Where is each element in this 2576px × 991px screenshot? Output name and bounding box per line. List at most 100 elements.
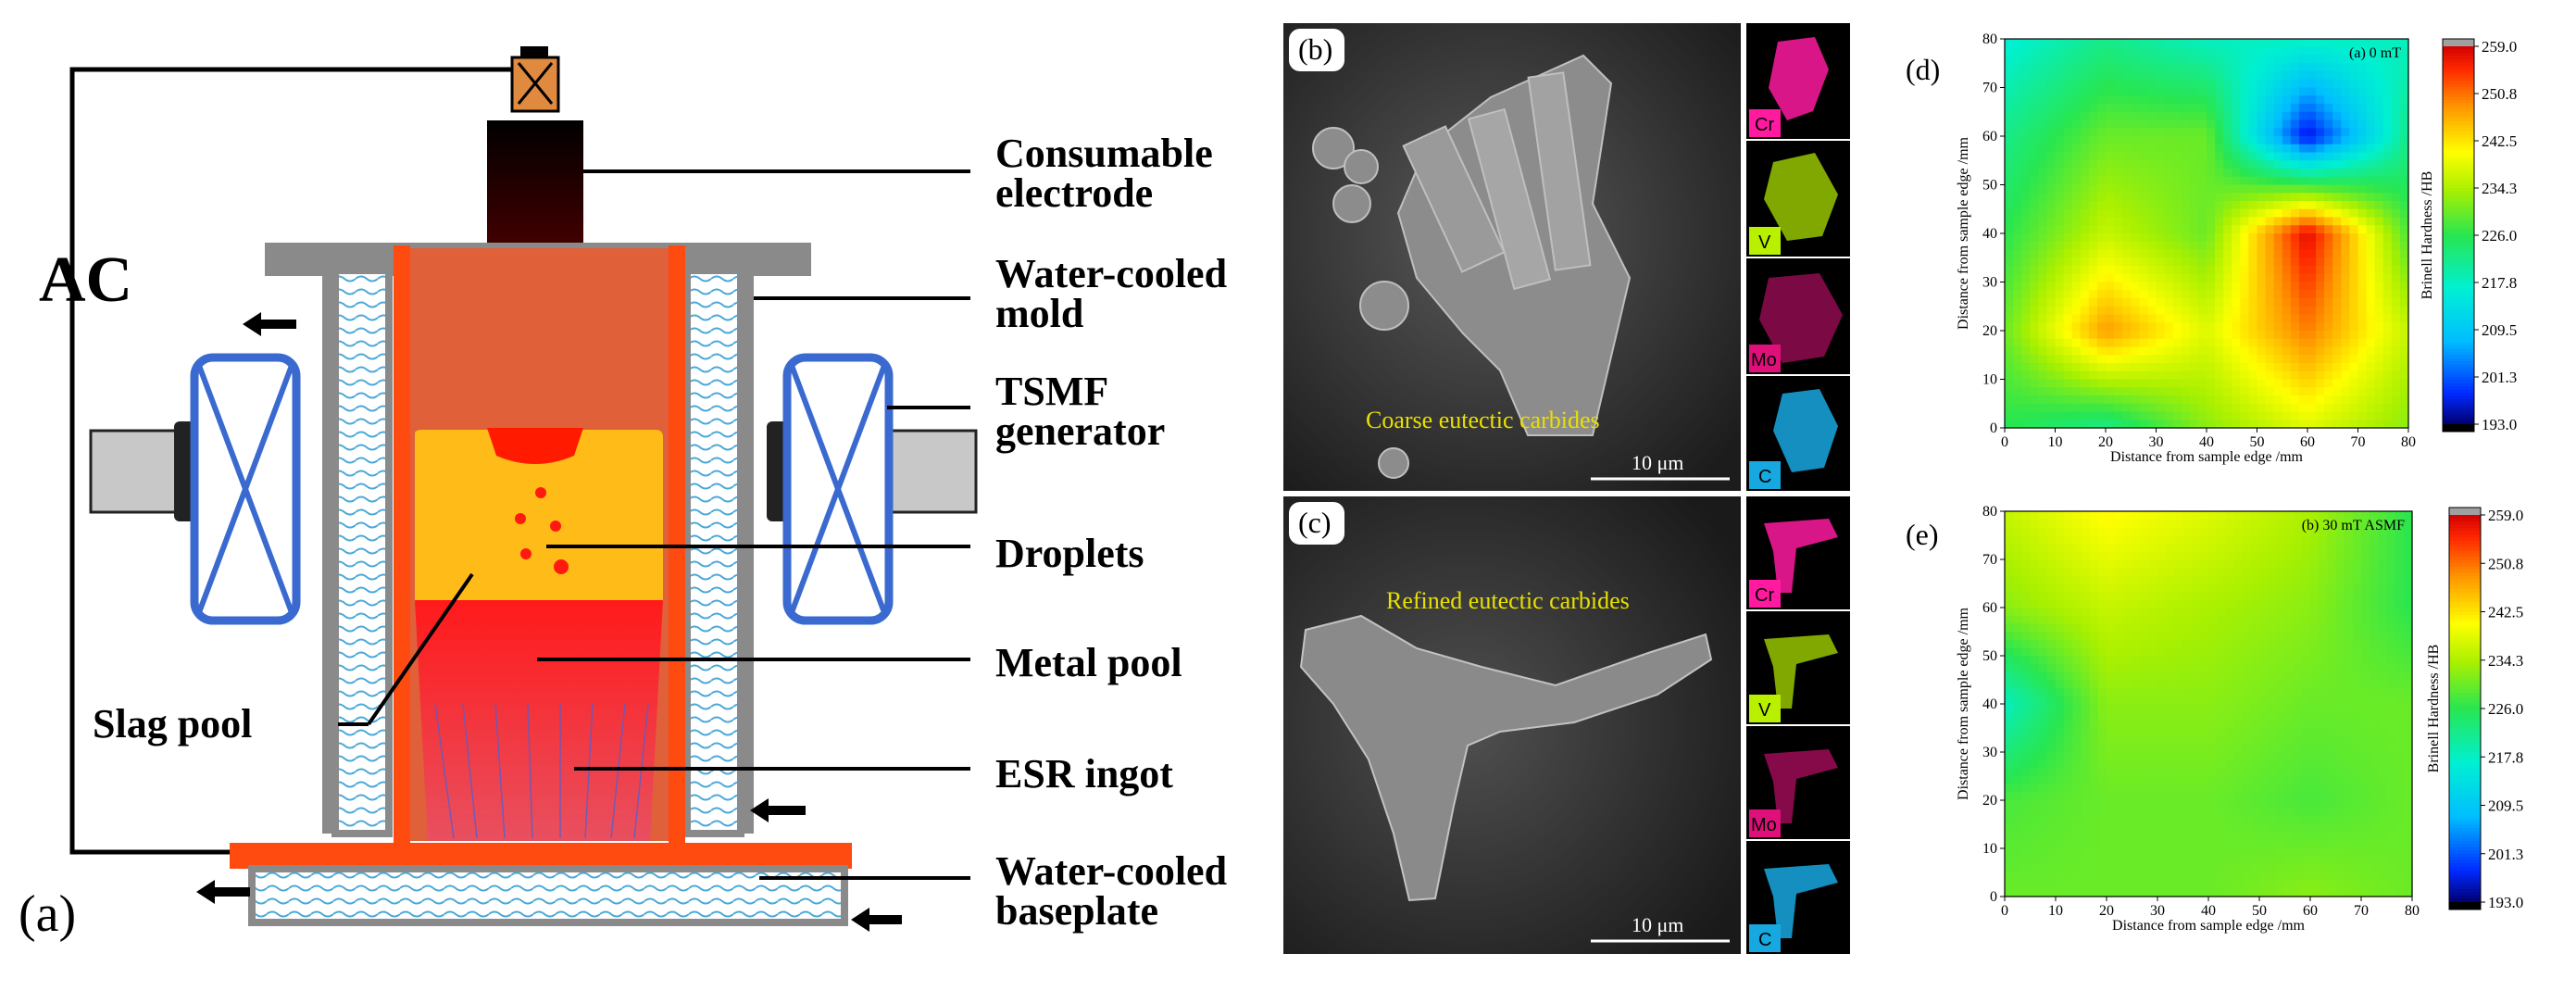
heatmap-cell — [2240, 249, 2250, 258]
heatmap-cell — [2223, 355, 2232, 364]
heatmap-cell — [2276, 832, 2286, 841]
heatmap-cell — [2223, 290, 2232, 299]
heatmap-cell — [2327, 543, 2337, 552]
heatmap-cell — [2374, 144, 2384, 154]
heatmap-cell — [2172, 363, 2182, 372]
heatmap-cell — [2324, 411, 2333, 420]
heatmap-cell — [2106, 387, 2115, 396]
heatmap-cell — [2166, 832, 2175, 841]
heatmap-cell — [2233, 784, 2244, 793]
heatmap-cell — [2181, 55, 2191, 64]
heatmap-cell — [2316, 338, 2325, 348]
heatmap-cell — [2240, 346, 2250, 356]
heatmap-cell — [2181, 128, 2191, 137]
heatmap-cell — [2191, 615, 2201, 624]
heatmap-cell — [2232, 152, 2241, 161]
heatmap-cell — [2030, 144, 2039, 154]
heatmap-cell — [2030, 735, 2040, 745]
heatmap-cell — [2268, 575, 2277, 584]
colorbar-segment — [2449, 596, 2481, 600]
heatmap-cell — [2378, 551, 2388, 560]
heatmap-cell — [2290, 176, 2300, 186]
heatmap-cell — [2316, 346, 2325, 356]
heatmap-cell — [2005, 257, 2014, 267]
heatmap-cell — [2399, 355, 2409, 364]
colorbar-segment — [2449, 759, 2481, 764]
heatmap-cell — [2217, 535, 2226, 545]
heatmap-cell — [2370, 888, 2379, 897]
colorbar-segment — [2443, 213, 2474, 218]
heatmap-cell — [2131, 160, 2140, 169]
heatmap-cell — [2215, 403, 2224, 413]
heatmap-cell — [2030, 583, 2040, 593]
heatmap-cell — [2341, 411, 2351, 420]
heatmap-cell — [2391, 201, 2401, 210]
heatmap-cell — [2370, 535, 2379, 545]
heatmap-cell — [2131, 249, 2140, 258]
heatmap-cell — [2140, 776, 2150, 785]
heatmap-cell — [2366, 39, 2376, 48]
heatmap-cell — [2021, 792, 2032, 801]
heatmap-cell — [2172, 257, 2182, 267]
heatmap-cell — [2276, 711, 2286, 721]
heatmap-cell — [2284, 519, 2295, 528]
heatmap-cell — [2122, 87, 2132, 96]
heatmap-cell — [2096, 95, 2107, 105]
heatmap-cell — [2307, 298, 2317, 307]
heatmap-cell — [2005, 387, 2014, 396]
heatmap-cell — [2005, 744, 2014, 753]
heatmap-cell — [2319, 647, 2328, 657]
heatmap-cell — [2352, 680, 2362, 689]
heatmap-cell — [2290, 144, 2300, 154]
heatmap-cell — [2319, 711, 2328, 721]
heatmap-cell — [2298, 290, 2308, 299]
heatmap-cell — [2232, 79, 2241, 89]
heatmap-cell — [2284, 608, 2295, 617]
heatmap-cell — [2344, 551, 2354, 560]
heatmap-cell — [2199, 559, 2209, 569]
heatmap-cell — [2217, 615, 2226, 624]
heatmap-cell — [2064, 527, 2073, 536]
heatmap-cell — [2080, 119, 2090, 129]
heatmap-cell — [2164, 266, 2174, 275]
heatmap-cell — [2273, 306, 2283, 316]
heatmap-cell — [2096, 290, 2107, 299]
heatmap-cell — [2395, 824, 2405, 834]
heatmap-cell — [2164, 290, 2174, 299]
heatmap-cell — [2378, 728, 2388, 737]
heatmap-cell — [2382, 403, 2393, 413]
heatmap-cell — [2207, 233, 2216, 243]
heatmap-cell — [2265, 55, 2275, 64]
heatmap-cell — [2374, 111, 2384, 121]
heatmap-cell — [2232, 104, 2241, 113]
colorbar-segment — [2449, 559, 2481, 564]
heatmap-cell — [2005, 776, 2014, 785]
heatmap-cell — [2332, 104, 2342, 113]
heatmap-cell — [2030, 39, 2039, 48]
heatmap-cell — [2273, 314, 2283, 323]
heatmap-cell — [2307, 395, 2317, 405]
heatmap-cell — [2361, 816, 2370, 825]
colorbar-segment — [2443, 238, 2474, 243]
heatmap-cell — [2106, 128, 2115, 137]
heatmap-cell — [2088, 95, 2098, 105]
heatmap-cell — [2038, 519, 2048, 528]
heatmap-cell — [2366, 306, 2376, 316]
heatmap-cell — [2310, 567, 2320, 576]
heatmap-cell — [2046, 567, 2057, 576]
heatmap-cell — [2273, 39, 2283, 48]
heatmap-cell — [2327, 728, 2337, 737]
heatmap-cell — [2316, 395, 2325, 405]
heatmap-cell — [2225, 639, 2235, 648]
heatmap-cell — [2248, 266, 2258, 275]
heatmap-cell — [2268, 615, 2277, 624]
heatmap-cell — [2361, 639, 2370, 648]
heatmap-cell — [2139, 46, 2149, 56]
heatmap-cell — [2081, 792, 2091, 801]
heatmap-cell — [2208, 808, 2218, 817]
heatmap-cell — [2257, 208, 2267, 219]
heatmap-cell — [2139, 144, 2149, 154]
heatmap-cell — [2366, 201, 2376, 210]
colorbar-segment — [2449, 698, 2481, 703]
heatmap-cell — [2166, 720, 2175, 729]
